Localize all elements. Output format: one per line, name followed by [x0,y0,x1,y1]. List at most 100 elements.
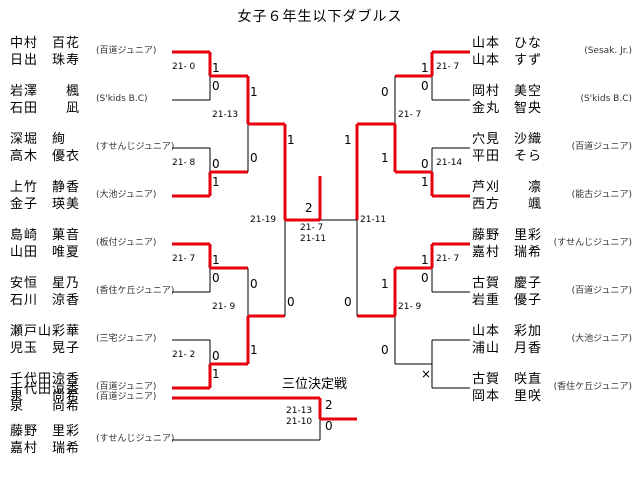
match-score: 21-13 [286,406,313,416]
match-result: 1 [212,175,220,189]
player-name: 石田 凪 [10,101,81,116]
match-result: 1 [212,61,220,75]
match-score: 21-11 [360,215,387,225]
final-result: 2 [305,201,313,215]
club-name: (大池ジュニア) [96,190,157,200]
club-name: (百道ジュニア) [571,142,632,152]
club-name: (能古ジュニア) [571,190,632,200]
page-title: 女子６年生以下ダブルス [237,9,403,25]
match-score: 21- 7 [172,254,196,264]
club-name: (すせんじジュニア) [96,434,175,444]
match-result: 1 [421,61,429,75]
player-name: 山本 すず [472,53,543,68]
player-name: 平田 そら [472,149,543,164]
club-name: (板付ジュニア) [96,238,157,248]
match-result: 1 [381,277,389,291]
player-name: 西方 颯 [472,197,543,212]
match-result: × [421,367,432,381]
match-result: 0 [250,151,258,165]
player-name: 千代田涼香 [10,372,81,387]
player-name: 山田 唯夏 [10,245,81,260]
match-score: 21- 7 [436,62,460,72]
club-name: (香住ケ丘ジュニア) [96,286,175,296]
player-name: 安恒 星乃 [10,276,81,291]
match-result: 1 [212,367,220,381]
player-name: 児玉 晃子 [10,341,81,356]
match-score: 21-13 [212,110,239,120]
player-name: 石川 涼香 [10,293,81,308]
player-name: 泉 尚希 [10,389,81,404]
match-result: 0 [287,295,295,309]
match-result: 1 [381,151,389,165]
match-score: 21- 2 [172,350,196,360]
match-result: 0 [212,157,220,171]
club-name: (Sesak. Jr.) [584,46,632,56]
club-name: (香住ケ丘ジュニア) [553,382,632,392]
match-result: 1 [212,253,220,267]
third-place-title: 三位決定戦 [282,377,348,392]
player-name: 芦刈 凛 [472,180,543,195]
match-score: 21- 7 [398,110,422,120]
player-name: 嘉村 瑞希 [10,441,81,456]
player-name: 藤野 里彩 [472,228,543,243]
match-result: 0 [212,271,220,285]
match-score: 21-19 [250,215,277,225]
match-result: 0 [421,79,429,93]
player-name: 日出 珠寿 [10,53,81,68]
player-name: 岩澤 楓 [10,84,81,99]
club-name: (すせんじジュニア) [553,238,632,248]
player-name: 浦山 月香 [472,341,543,356]
match-result: 0 [421,157,429,171]
player-name: 中村 百花 [10,36,81,51]
club-name: (S'kids B.C) [580,94,632,104]
match-score: 21-14 [436,158,463,168]
match-result: 0 [381,343,389,357]
player-name: 古賀 咲直 [472,372,543,387]
match-result: 1 [287,133,295,147]
player-name: 島崎 菓音 [10,228,81,243]
match-score: 21- 0 [172,62,196,72]
player-name: 瀬戸山彩華 [10,324,81,339]
match-result: 0 [344,295,352,309]
club-name: (百道ジュニア) [96,46,157,56]
match-score: 21- 8 [172,158,196,168]
match-score: 21- 9 [212,302,236,312]
club-name: (三宅ジュニア) [96,334,157,344]
player-name: 藤野 里彩 [10,424,81,439]
club-name: (百道ジュニア) [96,392,157,402]
player-name: 岩重 優子 [472,293,543,308]
final-score: 21- 7 [300,223,324,233]
final-score: 21-11 [300,234,327,244]
match-result: 1 [344,133,352,147]
match-result: 0 [212,79,220,93]
match-result: 1 [250,343,258,357]
club-name: (大池ジュニア) [571,334,632,344]
player-name: 泉 尚希 [10,399,81,414]
player-name: 山本 彩加 [472,324,543,339]
player-name: 深堀 絢 [10,132,67,147]
match-result: 2 [325,398,333,412]
player-name: 金丸 智央 [472,101,543,116]
club-name: (すせんじジュニア) [96,142,175,152]
player-name: 岡村 美空 [472,84,543,99]
match-result: 1 [421,175,429,189]
club-name: (百道ジュニア) [571,286,632,296]
player-name: 千代田涼香 [10,382,81,397]
match-result: 1 [421,253,429,267]
match-result: 0 [212,349,220,363]
player-name: 穴見 沙織 [472,132,543,147]
match-score: 21-10 [286,417,313,427]
player-name: 嘉村 瑞希 [472,245,543,260]
match-result: 1 [250,85,258,99]
match-result: 0 [381,85,389,99]
player-name: 岡本 里咲 [472,389,543,404]
match-result: 0 [250,277,258,291]
match-result: 0 [325,419,333,433]
match-result: 0 [421,271,429,285]
player-name: 山本 ひな [472,36,543,51]
club-name: (百道ジュニア) [96,382,157,392]
player-name: 金子 瑛美 [10,197,81,212]
player-name: 古賀 慶子 [472,276,543,291]
match-score: 21- 7 [436,254,460,264]
